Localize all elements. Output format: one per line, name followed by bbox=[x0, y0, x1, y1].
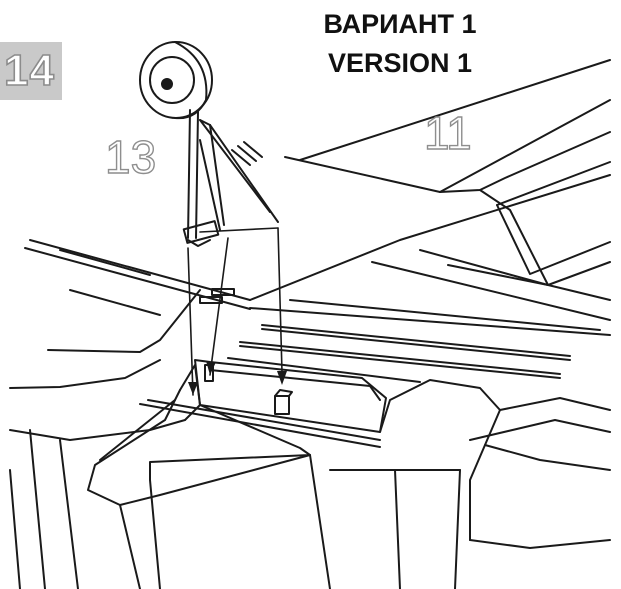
part-label-11: 11 bbox=[423, 107, 472, 159]
step-number: 14 bbox=[3, 45, 55, 96]
landing-gear-wheel bbox=[139, 41, 213, 120]
title-en: VERSION 1 bbox=[327, 48, 473, 78]
title-ru: ВАРИАНТ 1 bbox=[323, 9, 477, 39]
gear-door bbox=[87, 364, 311, 589]
fuselage bbox=[9, 429, 79, 589]
step-number-box bbox=[0, 42, 62, 100]
installation-arrows bbox=[187, 227, 283, 396]
panel-lines bbox=[227, 299, 611, 383]
wing-surface bbox=[9, 59, 611, 441]
retraction-arm bbox=[199, 119, 279, 223]
fairing bbox=[309, 379, 611, 589]
part-label-13: 13 bbox=[104, 131, 157, 183]
arrow-heads bbox=[188, 361, 287, 395]
landing-gear-strut bbox=[182, 109, 225, 247]
